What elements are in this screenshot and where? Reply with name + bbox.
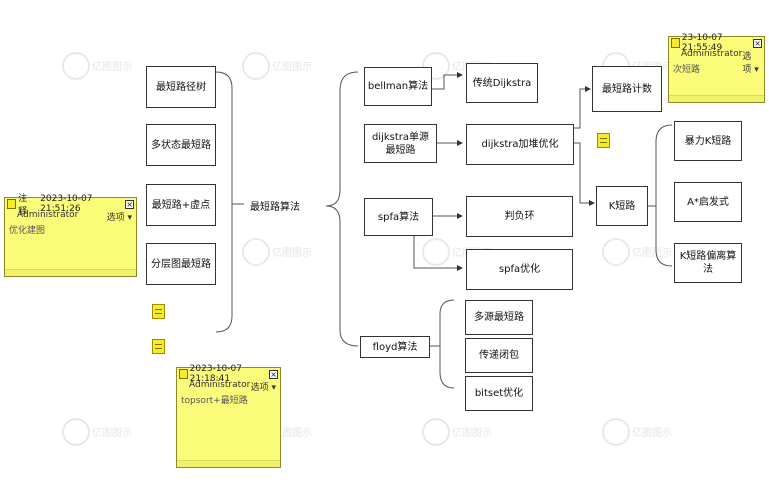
node-spfa-optimization[interactable]: spfa优化: [466, 249, 573, 290]
comment-prefix: 注释: [18, 194, 28, 217]
comment-popup[interactable]: 23-10-07 21:55:49 × Administrator 选项 ▾ 次…: [668, 33, 765, 103]
comment-popup[interactable]: 注释 2023-10-07 21:51:26 × Administrator 选…: [4, 194, 137, 277]
watermark-logo-icon: [602, 238, 630, 266]
node-shortest-path-virtual-node[interactable]: 最短路+虚点: [146, 184, 216, 226]
close-icon[interactable]: ×: [753, 38, 762, 48]
comment-text[interactable]: 次短路: [673, 65, 701, 75]
watermark-logo-icon: [602, 418, 630, 446]
options-button[interactable]: 选项 ▾: [742, 52, 759, 75]
node-k-deviation[interactable]: K短路偏离算法: [674, 243, 742, 283]
watermark-text: 亿图图示: [452, 428, 492, 439]
watermark-text: 亿图图示: [272, 62, 312, 73]
comment-timestamp: 23-10-07 21:55:49: [681, 33, 723, 53]
node-transitive-closure[interactable]: 传递闭包: [465, 338, 533, 373]
node-dijkstra[interactable]: dijkstra单源最短路: [364, 124, 437, 163]
watermark-logo-icon: [62, 418, 90, 446]
watermark-logo-icon: [242, 52, 270, 80]
watermark-logo-icon: [242, 238, 270, 266]
watermark-text: 亿图图示: [272, 428, 312, 439]
comment-text[interactable]: topsort+最短路: [181, 396, 248, 406]
options-button[interactable]: 选项 ▾: [250, 383, 276, 393]
node-spfa[interactable]: spfa算法: [364, 198, 433, 236]
node-bellman[interactable]: bellman算法: [364, 67, 432, 106]
node-layered-graph[interactable]: 分层图最短路: [146, 243, 216, 285]
watermark-logo-icon: [422, 52, 450, 80]
node-multi-source[interactable]: 多源最短路: [465, 300, 533, 335]
node-traditional-dijkstra[interactable]: 传统Dijkstra: [466, 63, 538, 103]
watermark-logo-icon: [422, 418, 450, 446]
comment-popup[interactable]: 2023-10-07 21:18:41 × Administrator 选项 ▾…: [176, 364, 281, 468]
node-k-shortest[interactable]: K短路: [596, 186, 648, 226]
node-bitset-optimization[interactable]: bitset优化: [465, 376, 533, 411]
watermark-logo-icon: [62, 52, 90, 80]
note-icon[interactable]: [597, 133, 610, 148]
note-icon: [179, 369, 188, 379]
root-topic[interactable]: 最短路算法: [250, 202, 300, 213]
close-icon[interactable]: ×: [269, 369, 278, 379]
comment-text[interactable]: 优化建图: [9, 226, 46, 236]
comment-author: Administrator: [17, 210, 79, 220]
note-icon[interactable]: [152, 339, 165, 354]
comment-author: Administrator: [681, 49, 743, 59]
node-astar[interactable]: A*启发式: [674, 182, 742, 222]
watermark-text: 亿图图示: [632, 248, 672, 259]
node-heap-dijkstra[interactable]: dijkstra加堆优化: [466, 124, 574, 165]
watermark-text: 亿图图示: [92, 62, 132, 73]
note-icon: [7, 199, 17, 209]
node-floyd[interactable]: floyd算法: [360, 336, 430, 358]
node-multistate-shortest-path[interactable]: 多状态最短路: [146, 124, 216, 166]
options-button[interactable]: 选项 ▾: [106, 213, 132, 223]
close-icon[interactable]: ×: [125, 199, 134, 209]
comment-timestamp: 2023-10-07 21:18:41: [189, 364, 242, 384]
watermark-text: 亿图图示: [92, 428, 132, 439]
node-path-count[interactable]: 最短路计数: [592, 66, 662, 112]
watermark-logo-icon: [422, 238, 450, 266]
comment-author: Administrator: [189, 380, 251, 390]
node-brute-k[interactable]: 暴力K短路: [674, 121, 742, 161]
watermark-text: 亿图图示: [632, 428, 672, 439]
note-icon: [671, 38, 680, 48]
node-shortest-path-tree[interactable]: 最短路径树: [146, 66, 216, 108]
comment-timestamp: 2023-10-07 21:51:26: [40, 194, 93, 214]
watermark-text: 亿图图示: [272, 248, 312, 259]
node-negative-cycle[interactable]: 判负环: [466, 196, 573, 237]
note-icon[interactable]: [152, 304, 165, 319]
